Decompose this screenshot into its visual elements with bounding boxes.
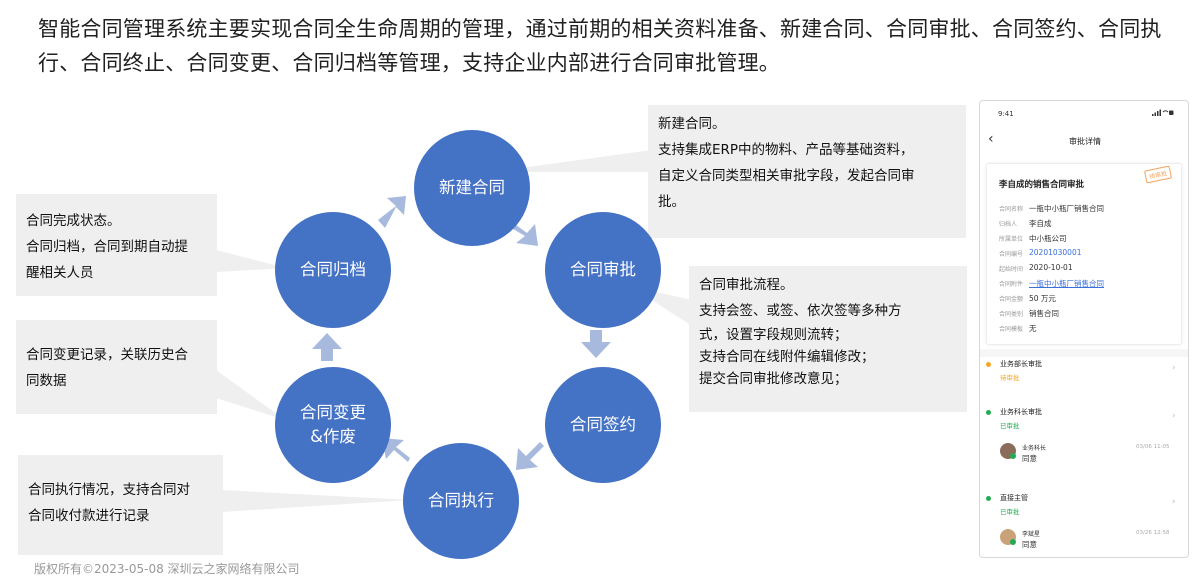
field-row: 合同模板无 (999, 324, 1037, 333)
step-dot (986, 496, 991, 501)
intro-paragraph: 智能合同管理系统主要实现合同全生命周期的管理，通过前期的相关资料准备、新建合同、… (38, 17, 1162, 75)
node-label: 新建合同 (439, 178, 505, 197)
chevron-right-icon: › (1172, 411, 1176, 421)
callout-create: 新建合同。 支持集成ERP中的物料、产品等基础资料， 自定义合同类型相关审批字段… (648, 105, 966, 238)
field-row: 合同名称一瓶中小瓶厂销售合同 (999, 204, 1104, 213)
callout-tail-create (492, 150, 651, 172)
pending-stamp: 待审批 (1143, 165, 1173, 184)
approved-check-icon (1010, 539, 1016, 545)
node-label: 合同审批 (570, 260, 636, 279)
arrow-approve-to-sign (581, 330, 611, 358)
node-label: &作废 (310, 427, 356, 446)
callout-line: 醒相关人员 (26, 265, 94, 281)
callout-execute: 合同执行情况，支持合同对 合同收付款进行记录 (18, 455, 223, 555)
attachment-link[interactable]: 一瓶中小瓶厂销售合同 (1029, 279, 1104, 288)
callout-line: 批。 (658, 194, 685, 210)
callout-line: 合同变更记录，关联历史合 (26, 347, 188, 363)
node-approve-contract: 合同审批 (545, 212, 661, 328)
node-sign-contract: 合同签约 (545, 367, 661, 483)
field-row: 所属单位中小瓶公司 (999, 234, 1067, 243)
callout-line: 合同完成状态。 (26, 213, 121, 229)
callout-line: 支持合同在线附件编辑修改； (699, 349, 875, 365)
arrow-create-to-approve (508, 222, 538, 246)
phone-approval-mockup: 9:41 ‹ 审批详情 李自成的销售合同审批 待审批 合同名称一瓶中小瓶厂销售合… (979, 100, 1189, 558)
nav-title: 审批详情 (1069, 137, 1101, 146)
node-label: 合同归档 (300, 260, 366, 279)
copyright-text: 版权所有©2023-05-08 深圳云之家网络有限公司 (34, 562, 300, 576)
callout-line: 合同收付款进行记录 (28, 508, 150, 524)
chevron-right-icon: › (1172, 497, 1176, 507)
callout-approve: 合同审批流程。 支持会签、或签、依次签等多种方 式，设置字段规则流转； 支持合同… (689, 266, 967, 412)
approval-card: 李自成的销售合同审批 待审批 合同名称一瓶中小瓶厂销售合同 归档人李自成 所属单… (986, 163, 1182, 345)
approved-check-icon (1010, 453, 1016, 459)
back-button[interactable]: ‹ (988, 131, 994, 147)
node-label: 合同签约 (570, 415, 636, 434)
node-archive-contract: 合同归档 (275, 212, 391, 328)
node-label: 合同执行 (428, 491, 494, 510)
signal-wifi-battery-icon (1152, 109, 1174, 116)
callout-line: 支持会签、或签、依次签等多种方 (699, 303, 902, 319)
status-time: 9:41 (998, 110, 1014, 118)
arrow-execute-to-change (382, 438, 410, 462)
arrow-change-to-archive (312, 333, 342, 361)
arrow-sign-to-execute (516, 442, 544, 470)
callout-change: 合同变更记录，关联历史合 同数据 (16, 320, 217, 414)
node-create-contract: 新建合同 (414, 130, 530, 246)
callout-line: 式，设置字段规则流转； (699, 327, 848, 343)
callout-archive: 合同完成状态。 合同归档，合同到期自动提 醒相关人员 (16, 194, 217, 296)
callout-line: 合同归档，合同到期自动提 (26, 239, 188, 255)
node-execute-contract: 合同执行 (403, 443, 519, 559)
callout-line: 提交合同审批修改意见； (699, 371, 848, 387)
callout-tail-change (216, 370, 285, 420)
chevron-right-icon: › (1172, 363, 1176, 373)
callout-line: 支持集成ERP中的物料、产品等基础资料， (658, 142, 914, 158)
step-dot (986, 410, 991, 415)
callout-line: 合同执行情况，支持合同对 (28, 482, 190, 498)
field-row: 合同类别销售合同 (999, 309, 1059, 318)
section-divider (980, 349, 1188, 357)
card-title: 李自成的销售合同审批 (999, 180, 1085, 190)
callout-tail-archive (216, 250, 286, 272)
callout-line: 合同审批流程。 (699, 277, 794, 293)
step-dot (986, 362, 991, 367)
status-icons (1152, 109, 1174, 118)
field-row: 合同附件一瓶中小瓶厂销售合同 (999, 279, 1104, 288)
node-change-void-contract: 合同变更 &作废 (275, 367, 391, 483)
node-label: 合同变更 (300, 403, 366, 422)
callout-tail-execute (222, 490, 410, 512)
field-row: 归档人李自成 (999, 219, 1052, 228)
callout-line: 自定义合同类型相关审批字段，发起合同审 (658, 168, 915, 184)
arrow-archive-to-create (378, 196, 406, 228)
callout-line: 新建合同。 (658, 116, 726, 132)
callout-line: 同数据 (26, 373, 67, 389)
